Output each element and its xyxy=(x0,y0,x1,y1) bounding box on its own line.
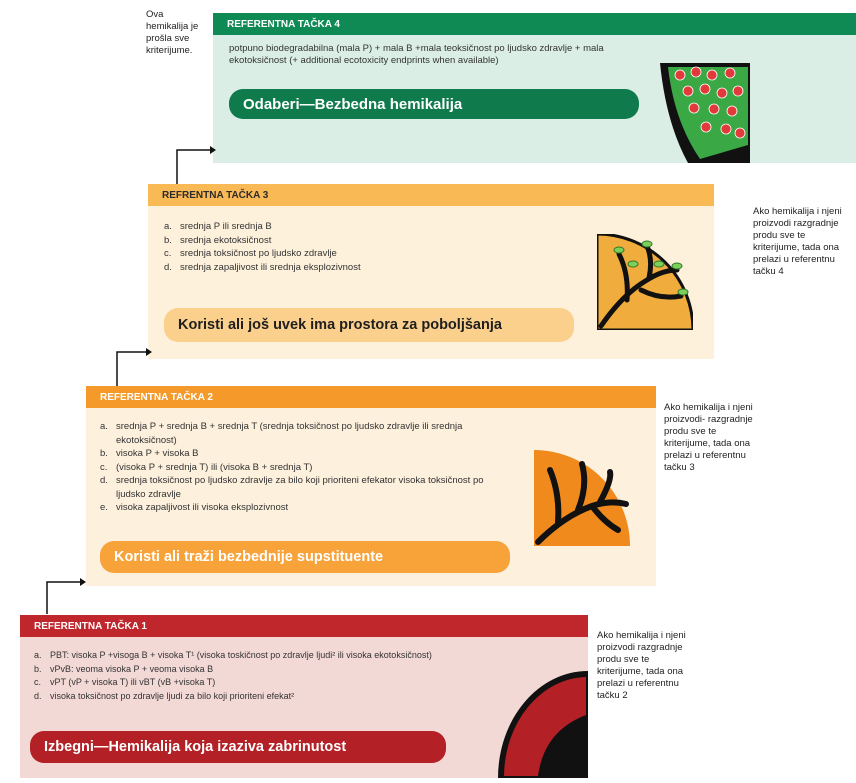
list-item: c.vPT (vP + visoka T) ili vBT (vB +visok… xyxy=(34,677,216,687)
benchmark-1-note: Ako hemikalija i njeni proizvodi razgrad… xyxy=(597,630,686,701)
list-item: c.srednja toksičnost po ljudsko zdravlje xyxy=(164,248,337,259)
benchmark-1-header: REFERENTNA TAČKA 1 xyxy=(20,615,588,637)
benchmark-4-criteria: potpuno biodegradabilna (mala P) + mala … xyxy=(229,43,604,66)
arrow-to-benchmark-2 xyxy=(46,578,86,614)
list-item: b.srednja ekotoksičnost xyxy=(164,234,272,246)
list-item: c.(visoka P + srednja T) ili (visoka B +… xyxy=(100,461,313,473)
benchmark-2-action: Koristi ali traži bezbednije supstituent… xyxy=(100,541,510,573)
benchmark-3-criteria: a.srednja P ili srednja B b.srednja ekot… xyxy=(164,220,544,274)
bare-branch-icon xyxy=(534,450,630,546)
benchmark-1-criteria: a.PBT: visoka P +visoga B + visoka T¹ (v… xyxy=(34,649,454,703)
benchmark-4-note: Ova hemikalija je prošla sve kriterijume… xyxy=(146,9,199,56)
benchmark-3-panel: REFRENTNA TAČKA 3 a.srednja P ili srednj… xyxy=(148,184,714,359)
arrow-to-benchmark-3 xyxy=(116,348,152,388)
benchmark-3-action: Koristi ali još uvek ima prostora za pob… xyxy=(164,308,574,342)
benchmark-3-note: Ako hemikalija i njeni proizvodi razgrad… xyxy=(753,206,842,277)
benchmark-4-action: Odaberi—Bezbedna hemikalija xyxy=(229,89,639,119)
leafy-branch-icon xyxy=(597,234,693,330)
list-item: e.visoka zapaljivost ili visoka eksplozi… xyxy=(100,502,289,513)
benchmark-3-header: REFRENTNA TAČKA 3 xyxy=(148,184,714,206)
benchmark-4-header: REFERENTNA TAČKA 4 xyxy=(213,13,856,35)
list-item: b.visoka P + visoka B xyxy=(100,448,199,459)
list-item: d.visoka toksičnost po zdravlje ljudi za… xyxy=(34,690,295,701)
tree-trunk-icon xyxy=(498,671,588,778)
benchmark-2-note: Ako hemikalija i njeni proizvodi- razgra… xyxy=(664,402,753,473)
benchmark-2-header: REFERENTNA TAČKA 2 xyxy=(86,386,656,408)
list-item: d.srednja zapaljivost ili srednja eksplo… xyxy=(164,261,361,273)
benchmark-4-panel: REFERENTNA TAČKA 4 potpuno biodegradabil… xyxy=(213,13,856,163)
list-item: a.PBT: visoka P +visoga B + visoka T¹ (v… xyxy=(34,650,432,660)
list-item: a.srednja P ili srednja B xyxy=(164,221,272,232)
list-item: a.srednja P + srednja B + srednja T (sre… xyxy=(100,421,463,446)
benchmark-1-action: Izbegni—Hemikalija koja izaziva zabrinut… xyxy=(30,731,446,763)
benchmark-2-criteria: a.srednja P + srednja B + srednja T (sre… xyxy=(100,420,500,515)
benchmark-1-panel: REFERENTNA TAČKA 1 a.PBT: visoka P +viso… xyxy=(20,615,588,778)
list-item: d.srednja toksičnost po ljudsko zdravlje… xyxy=(100,475,484,500)
arrow-to-benchmark-4 xyxy=(176,146,216,186)
list-item: b.vPvB: veoma visoka P + veoma visoka B xyxy=(34,663,214,674)
benchmark-2-panel: REFERENTNA TAČKA 2 a.srednja P + srednja… xyxy=(86,386,656,586)
apple-tree-icon xyxy=(660,63,750,163)
